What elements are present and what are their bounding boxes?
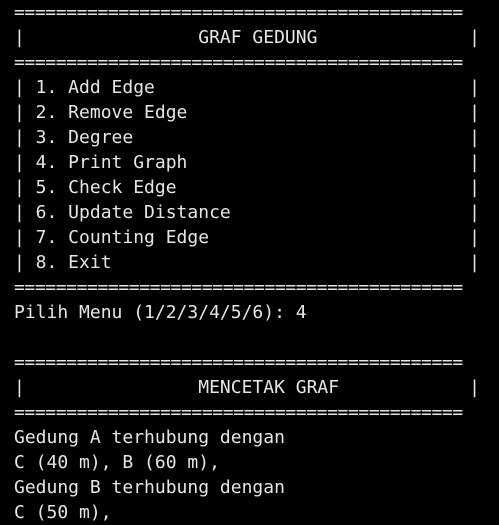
output-line: Gedung B terhubung dengan xyxy=(14,477,285,498)
menu-item-check-edge: | 5. Check Edge | xyxy=(14,177,480,198)
output-line: Gedung A terhubung dengan xyxy=(14,427,285,448)
separator-line: ========================================… xyxy=(14,52,463,73)
menu-item-add-edge: | 1. Add Edge | xyxy=(14,77,480,98)
menu-prompt-line: Pilih Menu (1/2/3/4/5/6): 4 xyxy=(14,302,307,323)
blank-line xyxy=(14,325,499,350)
section-title-line: | MENCETAK GRAF | xyxy=(14,377,480,398)
menu-item-print-graph: | 4. Print Graph | xyxy=(14,152,480,173)
separator-line: ========================================… xyxy=(14,352,463,373)
menu-item-degree: | 3. Degree | xyxy=(14,127,480,148)
output-line: C (40 m), B (60 m), xyxy=(14,452,220,473)
separator-line: ========================================… xyxy=(14,2,463,23)
menu-item-exit: | 8. Exit | xyxy=(14,252,480,273)
menu-item-counting-edge: | 7. Counting Edge | xyxy=(14,227,480,248)
separator-line: ========================================… xyxy=(14,277,463,298)
output-line: C (50 m), xyxy=(14,502,112,523)
separator-line: ========================================… xyxy=(14,402,463,423)
menu-item-update-distance: | 6. Update Distance | xyxy=(14,202,480,223)
menu-item-remove-edge: | 2. Remove Edge | xyxy=(14,102,480,123)
menu-title-line: | GRAF GEDUNG | xyxy=(14,27,480,48)
terminal-output[interactable]: ========================================… xyxy=(14,0,499,525)
